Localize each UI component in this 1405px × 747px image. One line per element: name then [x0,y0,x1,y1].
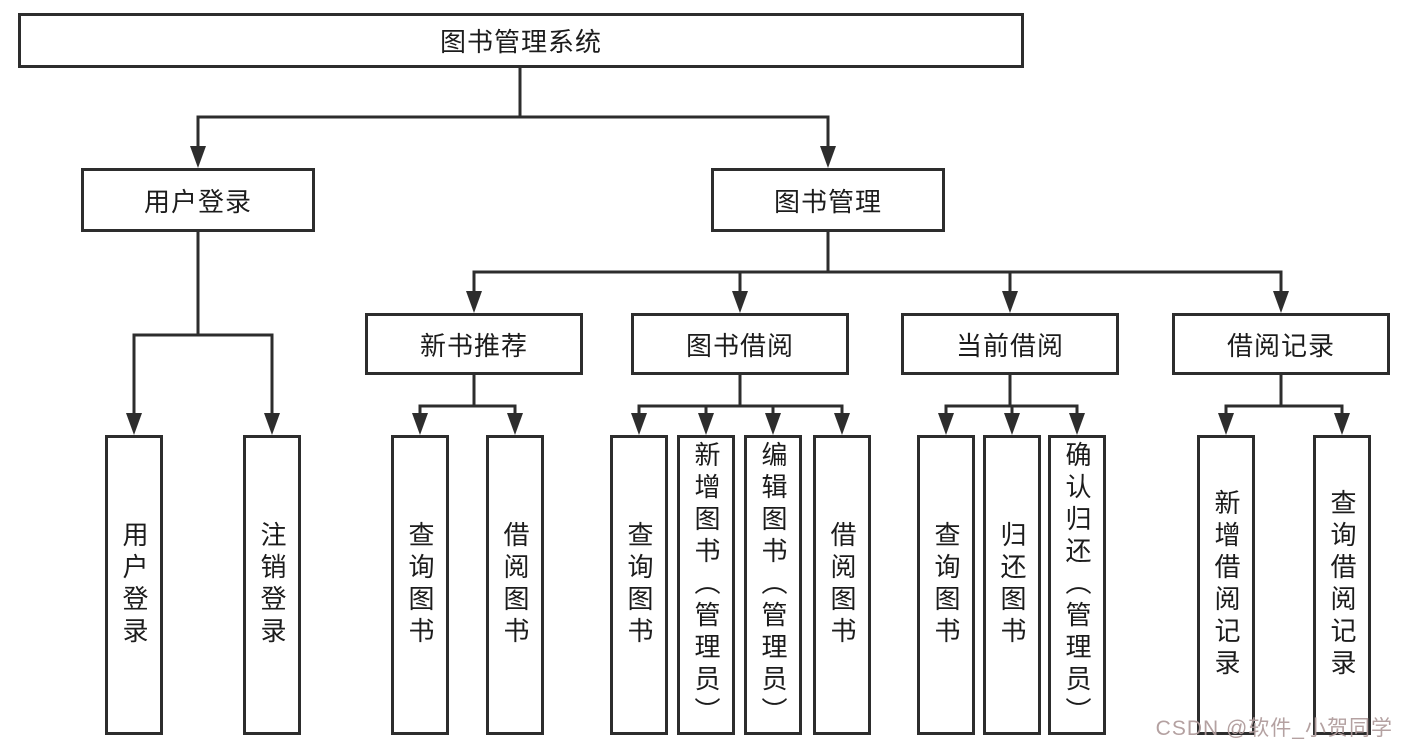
node-label: 编辑图书（管理员） [758,441,788,729]
node-leaf-query-books-2: 查询图书 [610,435,668,735]
node-label: 查询图书 [624,521,654,649]
node-label: 归还图书 [997,521,1027,649]
node-leaf-query-borrow-record: 查询借阅记录 [1313,435,1371,735]
node-leaf-query-books-1: 查询图书 [391,435,449,735]
node-label: 查询图书 [931,521,961,649]
node-label: 用户登录 [119,521,149,649]
node-label: 注销登录 [257,521,287,649]
node-label: 用户登录 [143,186,252,217]
node-book-management: 图书管理 [711,168,945,232]
edge-root-to-level2 [190,68,836,168]
node-label: 借阅记录 [1226,330,1335,361]
node-label: 图书管理 [773,186,882,217]
node-leaf-borrow-books-1: 借阅图书 [486,435,544,735]
edge-current-borrow-branch [938,375,1085,435]
node-label: 借阅图书 [500,521,530,649]
node-label: 借阅图书 [827,521,857,649]
node-label: 查询借阅记录 [1327,489,1357,681]
edge-book-borrow-branch [631,375,850,435]
node-current-borrow: 当前借阅 [901,313,1119,375]
edge-new-book-branch [412,375,523,435]
node-label: 当前借阅 [955,330,1064,361]
node-label: 图书借阅 [685,330,794,361]
edge-user-login-branch [126,232,280,435]
edge-book-mgmt-to-level3 [466,232,1289,313]
node-label: 图书管理系统 [439,27,602,57]
node-leaf-user-login: 用户登录 [105,435,163,735]
node-leaf-edit-books-admin: 编辑图书（管理员） [744,435,802,735]
node-leaf-add-books-admin: 新增图书（管理员） [677,435,735,735]
node-leaf-borrow-books-2: 借阅图书 [813,435,871,735]
edge-borrow-records-branch [1218,375,1350,435]
node-leaf-return-books: 归还图书 [983,435,1041,735]
node-user-login: 用户登录 [81,168,315,232]
node-leaf-confirm-return-admin: 确认归还（管理员） [1048,435,1106,735]
node-new-book-recommend: 新书推荐 [365,313,583,375]
node-leaf-logout: 注销登录 [243,435,301,735]
node-leaf-query-books-3: 查询图书 [917,435,975,735]
node-label: 新书推荐 [419,330,528,361]
node-label: 新增借阅记录 [1211,489,1241,681]
node-label: 新增图书（管理员） [691,441,721,729]
node-root-system: 图书管理系统 [18,13,1024,68]
csdn-watermark: CSDN @软件_小贺同学 [1155,717,1393,740]
node-label: 查询图书 [405,521,435,649]
node-label: 确认归还（管理员） [1062,441,1092,729]
node-borrow-records: 借阅记录 [1172,313,1390,375]
node-leaf-add-borrow-record: 新增借阅记录 [1197,435,1255,735]
node-book-borrow: 图书借阅 [631,313,849,375]
